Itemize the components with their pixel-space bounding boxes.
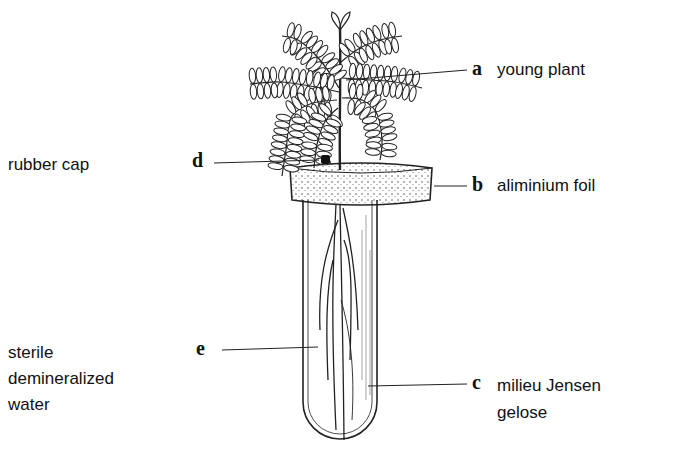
compound-leaves <box>249 22 422 176</box>
leaflet <box>273 127 289 136</box>
leaflet <box>312 71 321 87</box>
leaflet <box>391 37 400 53</box>
root <box>333 204 336 430</box>
part-name: milieu Jensen gelose <box>497 372 627 426</box>
leaflet <box>292 68 300 84</box>
leaflet <box>276 113 292 122</box>
leaflet <box>278 66 286 82</box>
leaflet <box>388 22 397 38</box>
leaflet <box>285 67 293 83</box>
part-letter: d <box>192 150 212 170</box>
leaflet <box>381 150 397 158</box>
leaflet <box>308 88 317 104</box>
root <box>327 260 333 380</box>
leaflet <box>317 143 333 151</box>
leaflet <box>322 86 331 102</box>
young-plant <box>249 12 422 176</box>
part-letter: e <box>196 338 216 358</box>
part-letter: a <box>472 58 492 78</box>
leaflet <box>375 81 383 96</box>
leaflet <box>382 132 398 141</box>
leaflet <box>315 87 324 103</box>
leaflet <box>382 143 398 151</box>
part-letter: c <box>472 372 492 392</box>
leader-line <box>214 160 319 163</box>
leaflet <box>356 64 363 79</box>
part-name: rubber cap <box>8 155 178 175</box>
leaflet <box>284 99 298 115</box>
foil-body <box>290 163 432 205</box>
main-root <box>340 204 344 440</box>
leaflet <box>291 116 307 125</box>
leader-line <box>368 384 467 386</box>
leaflet <box>271 83 278 98</box>
leaflet <box>299 29 314 44</box>
leaflet <box>349 63 356 78</box>
leaflet <box>250 84 257 99</box>
leaflet <box>249 68 256 83</box>
root <box>341 300 353 420</box>
leader-line <box>346 70 467 80</box>
leaflet <box>299 155 315 163</box>
apical-leaf <box>331 12 340 30</box>
leaflet <box>270 148 286 157</box>
part-letter: b <box>472 174 492 194</box>
leaflet <box>371 24 383 40</box>
leaflet <box>365 148 381 156</box>
leaflet <box>373 98 388 114</box>
leaflet <box>263 67 270 82</box>
part-name: sterile demineralized water <box>8 340 128 418</box>
leaflet <box>411 70 421 86</box>
tube-outer-wall <box>303 200 377 439</box>
foil-rim <box>290 168 432 173</box>
leaflet <box>270 67 277 82</box>
leaflet <box>408 86 418 102</box>
leaflet <box>363 64 370 79</box>
leaflet <box>356 84 364 100</box>
leaflet <box>300 148 316 156</box>
leaflet <box>271 141 287 150</box>
leaflet <box>384 66 392 81</box>
test-tube <box>303 200 377 439</box>
leaflet <box>283 83 291 99</box>
aluminium-foil-cap <box>290 163 432 205</box>
leaflet <box>391 66 399 81</box>
leaflet <box>269 155 285 164</box>
leaflet <box>264 83 271 98</box>
leaflet <box>382 82 390 97</box>
leaflet <box>268 162 284 171</box>
leaflet <box>303 131 319 143</box>
glass-shading <box>362 215 370 400</box>
leaflet <box>286 22 296 38</box>
part-name: aliminium foil <box>497 176 687 196</box>
leaflet <box>274 120 290 129</box>
apical-leaf <box>340 12 350 30</box>
leaflet <box>366 141 382 149</box>
leaflet <box>272 134 288 143</box>
leaflet <box>306 70 314 86</box>
leaflet <box>377 65 385 80</box>
leader-line <box>222 347 318 350</box>
leaflet <box>290 123 306 132</box>
leaf-rachis <box>282 100 337 176</box>
leader-lines <box>214 70 467 386</box>
leaflet <box>285 150 301 159</box>
root <box>320 220 338 330</box>
leaflet <box>257 84 264 99</box>
leaflet <box>282 37 292 53</box>
leaflet <box>289 130 305 139</box>
leaflet <box>284 157 300 166</box>
roots <box>320 204 358 440</box>
leaflet <box>349 83 357 99</box>
part-name: young plant <box>497 60 687 80</box>
leaflet <box>301 141 317 149</box>
leaflet <box>283 164 299 173</box>
rubber-cap <box>321 155 330 164</box>
leaflet <box>256 68 263 83</box>
leader-line <box>434 186 467 187</box>
leaflet <box>299 69 307 85</box>
